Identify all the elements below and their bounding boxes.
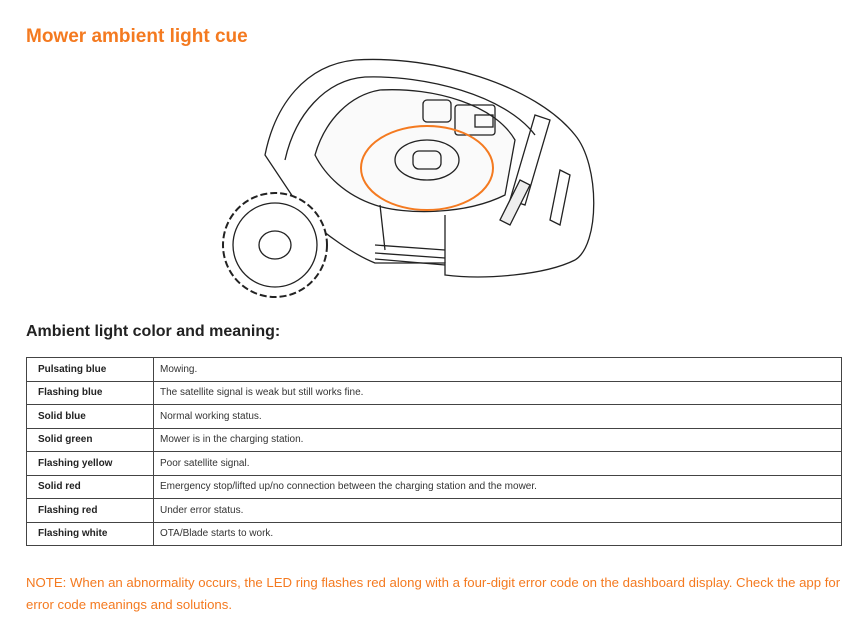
light-meaning: Mower is in the charging station. [153, 427, 842, 452]
light-color: Flashing yellow [26, 451, 154, 476]
light-color: Flashing red [26, 498, 154, 523]
light-meaning: OTA/Blade starts to work. [153, 521, 842, 546]
light-meaning: The satellite signal is weak but still w… [153, 380, 842, 405]
light-color: Flashing white [26, 521, 154, 546]
light-meaning: Emergency stop/lifted up/no connection b… [153, 474, 842, 499]
section-heading: Ambient light color and meaning: [26, 323, 281, 340]
light-color: Solid green [26, 427, 154, 452]
light-meaning: Poor satellite signal. [153, 451, 842, 476]
note-text: NOTE: When an abnormality occurs, the LE… [26, 575, 841, 612]
light-color: Solid red [26, 474, 154, 499]
light-color: Flashing blue [26, 380, 154, 405]
light-meaning: Normal working status. [153, 404, 842, 429]
light-meaning: Mowing. [153, 357, 842, 382]
mower-illustration [222, 58, 595, 298]
light-color: Solid blue [26, 404, 154, 429]
light-meaning: Under error status. [153, 498, 842, 523]
page-title: Mower ambient light cue [26, 26, 248, 47]
light-color: Pulsating blue [26, 357, 154, 382]
